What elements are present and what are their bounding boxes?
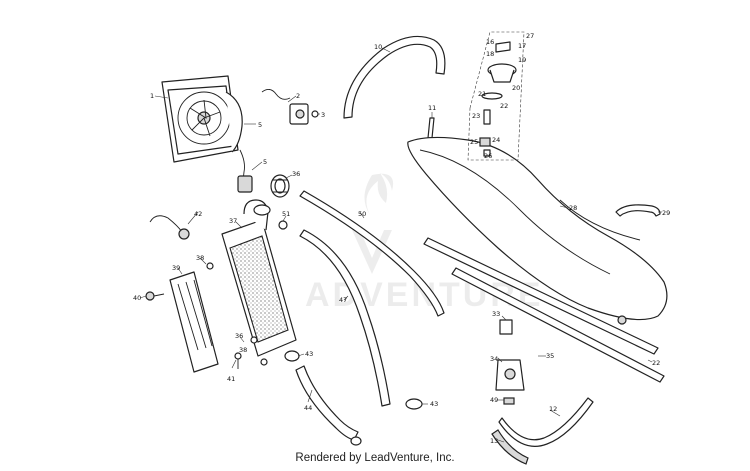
nut-38-a [206, 262, 214, 270]
bolt-11 [427, 117, 435, 139]
callout-22b: 22 [500, 102, 508, 110]
thermo-switch [261, 89, 319, 125]
callout-44: 44 [304, 404, 312, 412]
callout-12: 12 [549, 405, 557, 413]
nut-38-b [260, 358, 268, 366]
fuel-tank [407, 136, 668, 325]
callout-36b: 36 [235, 332, 243, 340]
callout-10: 10 [374, 43, 382, 51]
callout-22a: 22 [652, 359, 660, 367]
footer-credit: Rendered by LeadVenture, Inc. [295, 452, 455, 464]
callout-16: 16 [486, 38, 494, 46]
callout-37: 37 [229, 217, 237, 225]
callout-47: 47 [339, 296, 347, 304]
callout-2: 2 [296, 92, 300, 100]
callout-33: 33 [492, 310, 500, 318]
leader-lines [139, 47, 662, 443]
fuel-tap [495, 319, 525, 405]
callout-29: 29 [662, 209, 670, 217]
fuel-hose-12 [498, 397, 594, 447]
callout-23: 23 [472, 112, 480, 120]
fuel-hose-13 [491, 429, 529, 465]
callout-41: 41 [227, 375, 235, 383]
callout-19: 19 [518, 56, 526, 64]
callout-42: 42 [194, 210, 202, 218]
callout-43b: 43 [430, 400, 438, 408]
cap-group-27 [467, 31, 525, 161]
callout-11: 11 [428, 104, 436, 112]
callout-36a: 36 [292, 170, 300, 178]
callout-27: 27 [526, 32, 534, 40]
clamp-43-a [284, 350, 300, 362]
callout-40: 40 [133, 294, 141, 302]
callout-18: 18 [486, 50, 494, 58]
strap-29 [615, 204, 661, 217]
callout-labels: 1 2 3 5 5 36 42 37 51 38 39 40 36 38 43 … [133, 32, 670, 445]
callout-13: 13 [490, 437, 498, 445]
callout-50: 50 [358, 210, 366, 218]
callout-25: 25 [470, 138, 478, 146]
callout-38b: 38 [239, 346, 247, 354]
watermark-logo [352, 173, 394, 274]
trim-strip-upper [423, 237, 659, 355]
callout-5a: 5 [258, 121, 262, 129]
bolt-40 [145, 291, 165, 301]
callout-20: 20 [512, 84, 520, 92]
overflow-hose-10 [343, 35, 446, 119]
callout-51: 51 [282, 210, 290, 218]
callout-49: 49 [490, 396, 498, 404]
callout-24: 24 [492, 136, 500, 144]
callout-3: 3 [321, 111, 325, 119]
callout-5b: 5 [263, 158, 267, 166]
screw-41 [234, 352, 242, 369]
callout-28: 28 [569, 204, 577, 212]
callout-34: 34 [490, 355, 498, 363]
trim-strip-lower [451, 267, 665, 383]
fan-assembly [161, 75, 253, 193]
lower-hose-end [350, 436, 362, 446]
callout-38a: 38 [196, 254, 204, 262]
callout-39: 39 [172, 264, 180, 272]
radiator [221, 199, 297, 357]
callout-35: 35 [546, 352, 554, 360]
hose-50 [299, 190, 445, 317]
callout-1: 1 [150, 92, 154, 100]
radiator-guard [169, 271, 219, 373]
hose-47 [299, 229, 391, 407]
clamp-43-b [405, 398, 423, 410]
nut-36-b [250, 336, 258, 344]
callout-26: 26 [484, 152, 492, 160]
hose-fitting-36 [270, 174, 290, 198]
callout-21: 21 [478, 90, 486, 98]
lower-hose [295, 365, 359, 441]
wire-42 [149, 215, 190, 240]
callout-17: 17 [518, 42, 526, 50]
callout-43a: 43 [305, 350, 313, 358]
